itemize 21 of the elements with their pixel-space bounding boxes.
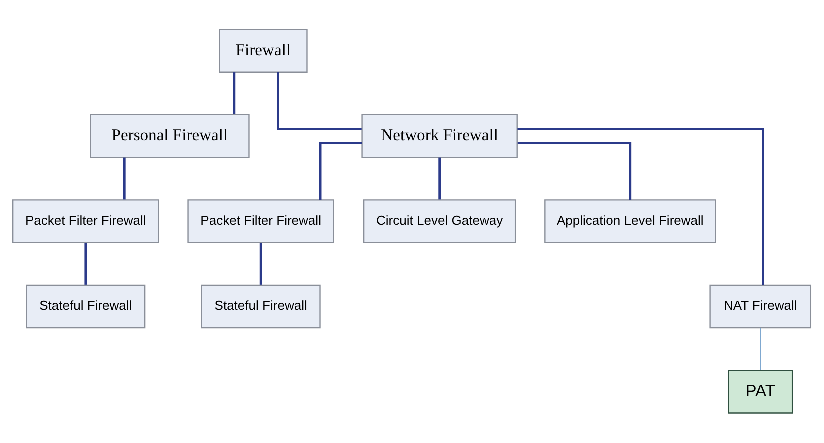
connector bbox=[319, 142, 362, 200]
node-box: Network Firewall bbox=[362, 114, 518, 158]
connector bbox=[277, 72, 362, 130]
connector bbox=[260, 243, 262, 285]
node-box: Application Level Firewall bbox=[544, 200, 716, 244]
connector bbox=[518, 142, 632, 200]
node-box: Personal Firewall bbox=[90, 114, 250, 158]
node-box: Stateful Firewall bbox=[201, 284, 321, 329]
node-box: PAT bbox=[728, 370, 794, 414]
node-box: Packet Filter Firewall bbox=[188, 200, 334, 244]
connector bbox=[760, 328, 762, 370]
connector bbox=[84, 243, 88, 285]
node-box: Circuit Level Gateway bbox=[363, 200, 516, 244]
node-box: Packet Filter Firewall bbox=[12, 200, 160, 244]
node-box: Firewall bbox=[219, 29, 308, 73]
node-box: Stateful Firewall bbox=[26, 284, 146, 329]
connector bbox=[438, 158, 441, 200]
connector bbox=[518, 128, 764, 286]
node-box: NAT Firewall bbox=[710, 284, 812, 329]
connector bbox=[233, 72, 236, 114]
connector bbox=[123, 158, 126, 200]
